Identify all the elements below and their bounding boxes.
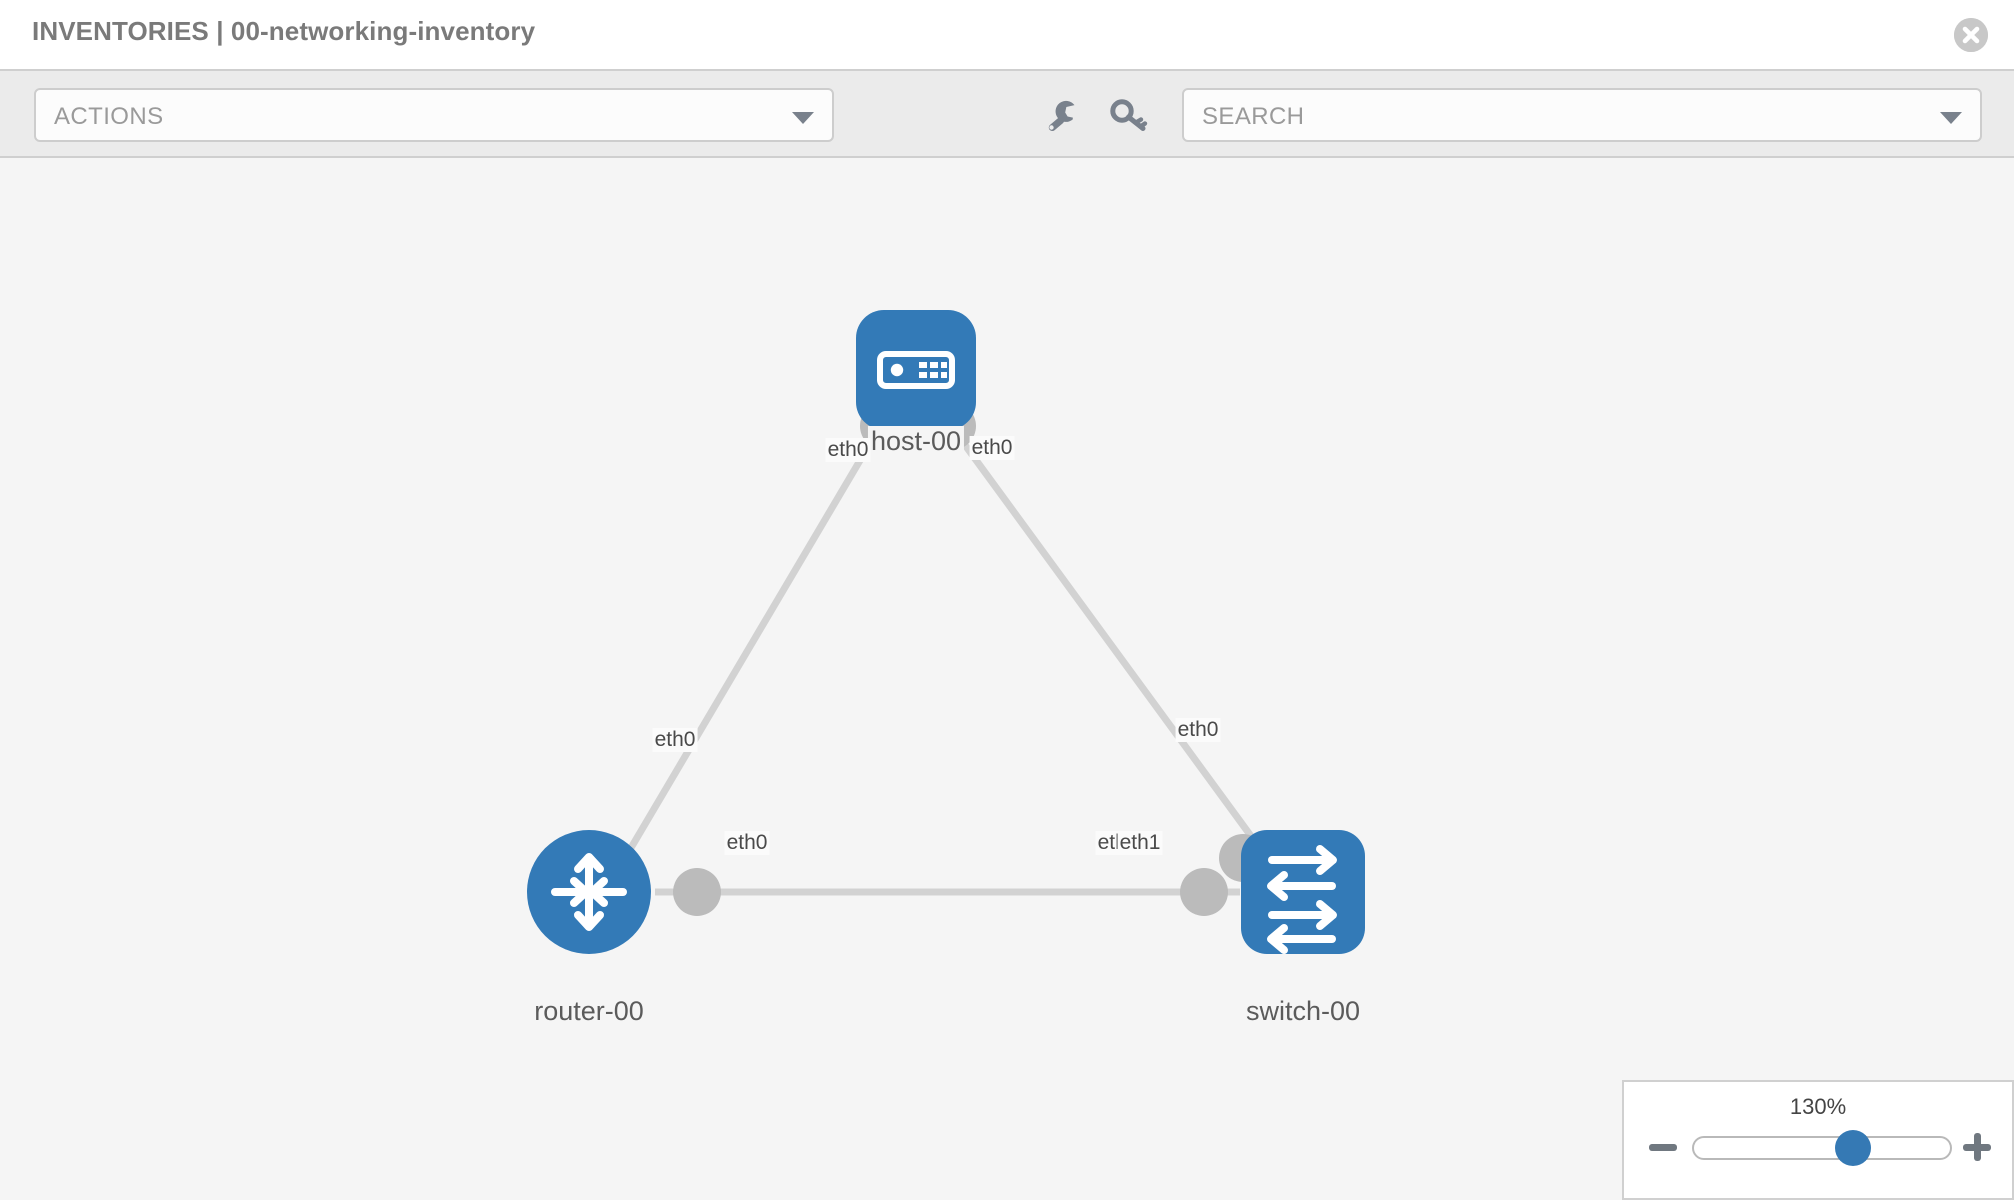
iface-label-switch00-to-host00: eth0: [1175, 718, 1221, 742]
key-icon[interactable]: [1108, 95, 1150, 137]
page-title: INVENTORIES | 00-networking-inventory: [32, 16, 536, 46]
chevron-down-icon[interactable]: [1940, 112, 1962, 124]
minus-icon[interactable]: [1646, 1130, 1680, 1164]
iface-label-host00-to-switch00: eth0: [969, 436, 1015, 460]
actions-dropdown-label: ACTIONS: [54, 103, 164, 130]
connector-dot: [1180, 868, 1228, 916]
toolbar: ACTIONS SEARCH: [0, 69, 2014, 158]
node-label-router-00: router-00: [531, 996, 647, 1027]
topology-canvas[interactable]: host-00 router-00 switch-00 eth0 eth0 et…: [0, 158, 2014, 1200]
connector-dot: [673, 868, 721, 916]
iface-label-switch00-eth1: eth1: [1117, 831, 1163, 855]
zoom-slider[interactable]: [1692, 1130, 1952, 1166]
node-switch-00[interactable]: [1241, 830, 1365, 954]
search-placeholder: SEARCH: [1202, 103, 1305, 130]
page-header: INVENTORIES | 00-networking-inventory: [0, 0, 2014, 69]
node-router-00[interactable]: [527, 830, 651, 954]
server-icon: [877, 351, 955, 389]
iface-label-router00-eth0: eth0: [724, 831, 770, 855]
plus-icon[interactable]: [1960, 1130, 1994, 1164]
node-label-host-00: host-00: [867, 426, 965, 457]
wrench-icon[interactable]: [1040, 95, 1082, 137]
switch-arrows-icon: [1267, 845, 1337, 954]
chevron-down-icon: [792, 112, 814, 124]
iface-label-router00-to-host00: eth0: [652, 728, 698, 752]
actions-dropdown[interactable]: ACTIONS: [34, 88, 834, 142]
iface-label-host00-to-router00: eth0: [825, 438, 871, 462]
router-arrows-icon: [551, 853, 627, 931]
link-host00-router00[interactable]: [621, 428, 882, 860]
zoom-slider-thumb[interactable]: [1834, 1130, 1871, 1166]
topology-graph: [527, 310, 1365, 954]
close-icon[interactable]: [1954, 18, 1988, 52]
node-host-00[interactable]: [856, 310, 976, 430]
node-label-switch-00: switch-00: [1242, 996, 1364, 1027]
zoom-control-panel: 130%: [1622, 1080, 2014, 1200]
search-input[interactable]: SEARCH: [1182, 88, 1982, 142]
zoom-level-value: 130%: [1789, 1094, 1847, 1119]
topology-links: [621, 427, 1270, 896]
link-host00-switch00[interactable]: [951, 427, 1270, 861]
